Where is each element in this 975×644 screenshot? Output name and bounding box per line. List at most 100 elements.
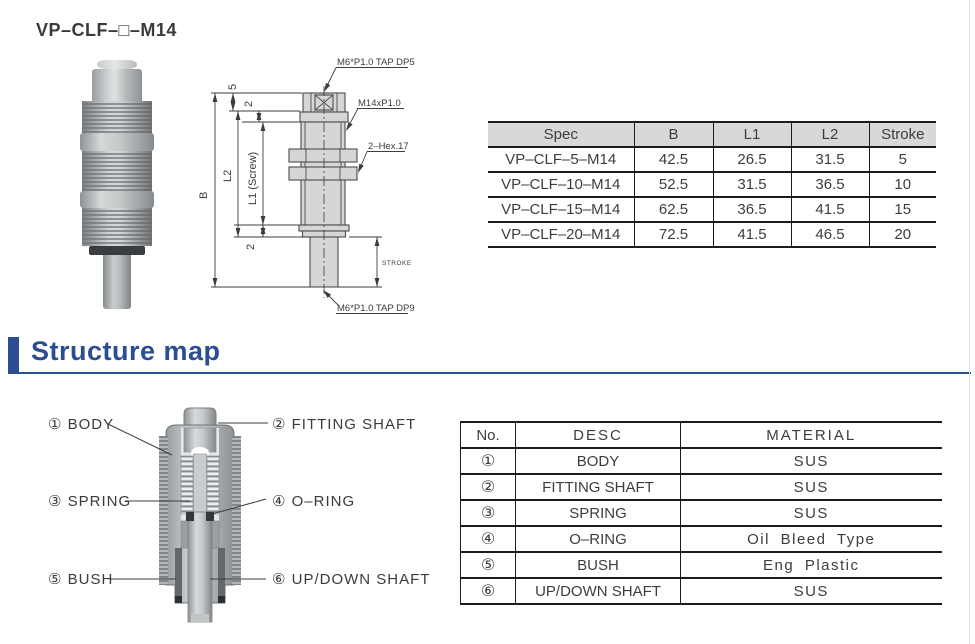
label-bush-no: ⑤ (48, 571, 63, 588)
spec-cell-b: 52.5 (633, 171, 713, 198)
section-divider-line (8, 372, 971, 374)
spec-row: VP–CLF–5–M14 42.5 26.5 31.5 5 (488, 146, 936, 173)
label-body: ① BODY (48, 415, 114, 433)
spec-header-l2: L2 (790, 121, 869, 148)
label-oring-no: ④ (272, 493, 287, 510)
label-fitting-shaft-text: FITTING SHAFT (291, 416, 417, 433)
materials-cell-no: ① (460, 447, 516, 475)
materials-cell-desc: FITTING SHAFT (515, 473, 681, 501)
spec-cell-l1: 26.5 (712, 146, 791, 173)
materials-cell-material: Eng Plastic (680, 551, 942, 579)
materials-cell-no: ⑤ (460, 551, 516, 579)
render-bottom-shaft (103, 255, 131, 309)
materials-row: ④ O–RING Oil Bleed Type (460, 525, 942, 553)
spec-cell-model: VP–CLF–5–M14 (488, 146, 634, 173)
drawing-nut-2 (288, 166, 358, 181)
spec-header-row: Spec B L1 L2 Stroke (488, 121, 936, 148)
spec-header-b: B (633, 121, 713, 148)
structure-map-figure: ① BODY ② FITTING SHAFT ③ SPRING ④ O–RING… (40, 400, 440, 640)
spec-cell-b: 72.5 (633, 221, 713, 248)
spec-cell-stroke: 10 (868, 171, 936, 198)
render-cap-top-face (97, 60, 137, 69)
spec-cell-model: VP–CLF–10–M14 (488, 171, 634, 198)
spec-cell-l2: 41.5 (790, 196, 869, 223)
materials-cell-material: SUS (680, 577, 942, 605)
cs-spring-right (206, 455, 220, 515)
cs-oring-right (206, 512, 214, 521)
cross-section-diagram (107, 407, 268, 623)
spec-row: VP–CLF–10–M14 52.5 31.5 36.5 10 (488, 171, 936, 198)
materials-cell-desc: SPRING (515, 499, 681, 527)
materials-row: ① BODY SUS (460, 447, 942, 475)
label-oring-text: O–RING (291, 493, 356, 510)
label-bush: ⑤ BUSH (48, 570, 113, 588)
dim-l2-label: L2 (222, 170, 234, 182)
cs-oring-left (186, 512, 194, 521)
render-thread-lower (82, 208, 152, 246)
page-title: VP–CLF–□–M14 (36, 20, 177, 40)
cs-bush-left (175, 548, 182, 603)
materials-row: ③ SPRING SUS (460, 499, 942, 527)
dim-l1-label: L1 (Screw) (247, 152, 259, 205)
materials-cell-material: SUS (680, 499, 942, 527)
materials-cell-no: ③ (460, 499, 516, 527)
materials-cell-no: ④ (460, 525, 516, 553)
drawing-nut-1 (288, 148, 358, 163)
materials-table: No. DESC MATERIAL ① BODY SUS ② FITTING S… (460, 421, 942, 605)
materials-cell-desc: BUSH (515, 551, 681, 579)
section-accent-bar (8, 337, 19, 372)
section-title: Structure map (31, 336, 221, 366)
spec-row: VP–CLF–15–M14 62.5 36.5 41.5 15 (488, 196, 936, 223)
spec-cell-stroke: 5 (868, 146, 936, 173)
materials-header-material: MATERIAL (680, 421, 942, 449)
spec-cell-l2: 46.5 (790, 221, 869, 248)
leader-lines (107, 422, 268, 580)
cs-shaft-tip (191, 614, 209, 622)
dim-b-label: B (198, 192, 210, 199)
spec-table: Spec B L1 L2 Stroke VP–CLF–5–M14 42.5 26… (488, 121, 936, 248)
label-bush-text: BUSH (67, 571, 114, 588)
spec-cell-l2: 31.5 (790, 146, 869, 173)
cs-thread-left (159, 436, 168, 585)
materials-header-desc: DESC (515, 421, 681, 449)
label-body-text: BODY (67, 416, 115, 433)
spec-cell-b: 62.5 (633, 196, 713, 223)
materials-header-no: No. (460, 421, 516, 449)
dim-5-label: 5 (227, 84, 239, 90)
materials-cell-no: ⑥ (460, 577, 516, 605)
label-fitting-shaft-no: ② (272, 416, 287, 433)
cs-updown-shaft (187, 511, 213, 623)
cs-spring-rod (193, 453, 207, 513)
label-updown-shaft-text: UP/DOWN SHAFT (291, 571, 431, 588)
cs-thread-right (232, 436, 241, 585)
materials-cell-material: Oil Bleed Type (680, 525, 942, 553)
label-updown-shaft-no: ⑥ (272, 571, 287, 588)
spec-cell-l2: 36.5 (790, 171, 869, 198)
materials-row: ⑥ UP/DOWN SHAFT SUS (460, 577, 942, 605)
annotation-tap-top: M6*P1.0 TAP DP5 (337, 57, 415, 68)
spec-cell-b: 42.5 (633, 146, 713, 173)
materials-cell-material: SUS (680, 473, 942, 501)
label-oring: ④ O–RING (272, 492, 355, 510)
product-3d-render (42, 60, 192, 318)
spec-cell-stroke: 15 (868, 196, 936, 223)
page-edge-line (969, 0, 970, 644)
materials-row: ② FITTING SHAFT SUS (460, 473, 942, 501)
spec-row: VP–CLF–20–M14 72.5 41.5 46.5 20 (488, 221, 936, 248)
render-black-ring (89, 246, 145, 255)
materials-header-row: No. DESC MATERIAL (460, 421, 942, 449)
cs-spring-left (180, 455, 194, 515)
dim-2-bottom-label: 2 (245, 244, 257, 250)
spec-cell-model: VP–CLF–15–M14 (488, 196, 634, 223)
spec-header-spec: Spec (488, 121, 634, 148)
dim-stroke-label: STROKE (382, 260, 412, 267)
render-hex-nut-1 (80, 133, 154, 151)
dim-2-top-label: 2 (243, 101, 255, 107)
label-body-no: ① (48, 416, 63, 433)
spec-cell-l1: 36.5 (712, 196, 791, 223)
render-thread-upper (82, 101, 152, 133)
label-spring-no: ③ (48, 493, 63, 510)
annotation-tap-bottom: M6*P1.0 TAP DP9 (337, 303, 415, 314)
spec-cell-model: VP–CLF–20–M14 (488, 221, 634, 248)
